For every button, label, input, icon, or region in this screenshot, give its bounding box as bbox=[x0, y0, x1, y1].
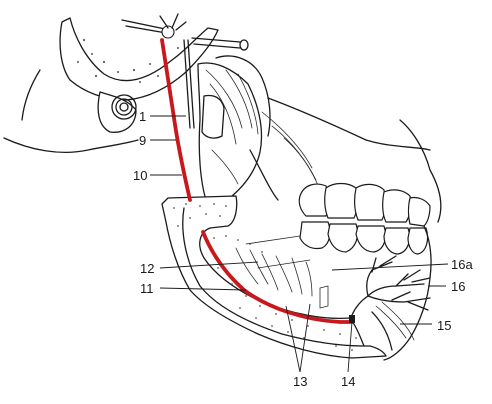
label-10: 10 bbox=[133, 168, 147, 183]
nerve-pathway-red bbox=[160, 38, 354, 324]
label-16: 16 bbox=[451, 279, 465, 294]
labels: 1 9 10 12 11 13 14 15 16 16a bbox=[133, 109, 473, 389]
mental-nerve-branches bbox=[349, 255, 431, 351]
label-16a: 16a bbox=[451, 257, 473, 272]
label-1: 1 bbox=[139, 109, 146, 124]
label-11: 11 bbox=[140, 281, 154, 296]
label-14: 14 bbox=[341, 374, 355, 389]
pterygoid-muscle bbox=[197, 55, 271, 201]
tooth-roots bbox=[235, 235, 329, 309]
maxilla bbox=[249, 97, 442, 223]
label-15: 15 bbox=[437, 318, 451, 333]
chin-outline bbox=[383, 225, 432, 361]
label-13: 13 bbox=[293, 374, 307, 389]
leader-lines bbox=[150, 115, 449, 373]
upper-teeth bbox=[298, 182, 431, 227]
label-9: 9 bbox=[139, 133, 146, 148]
mandible bbox=[161, 195, 387, 359]
skull-base bbox=[3, 13, 249, 153]
label-12: 12 bbox=[140, 261, 154, 276]
lower-teeth bbox=[299, 221, 429, 255]
ear-canal bbox=[111, 94, 137, 120]
